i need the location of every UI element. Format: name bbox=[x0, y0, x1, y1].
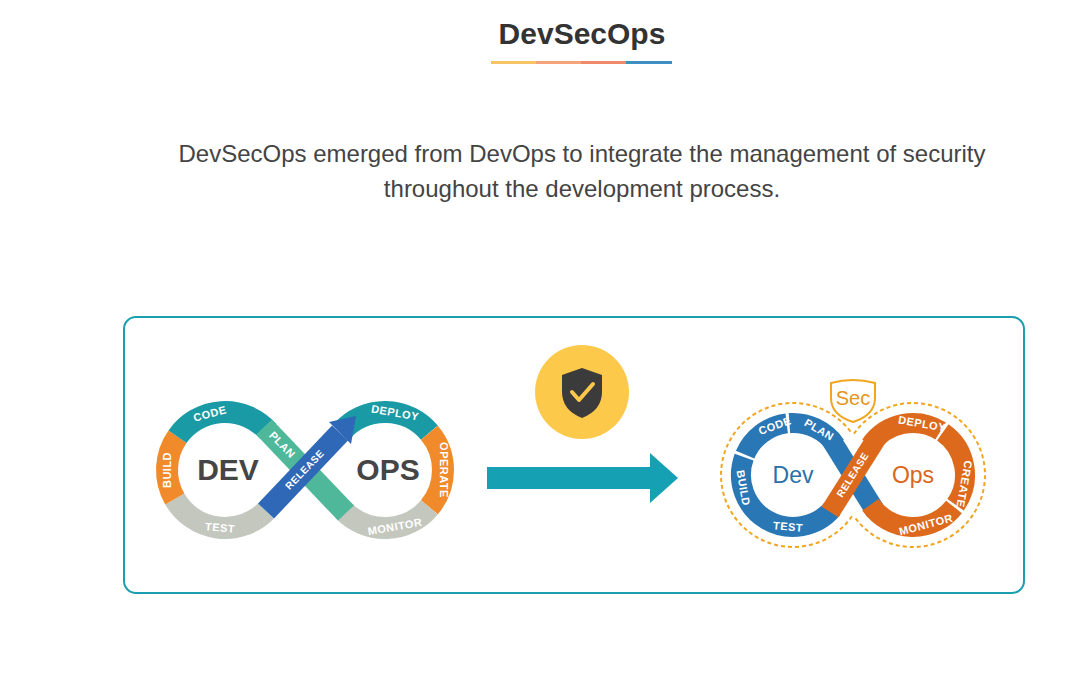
loop-name: Ops bbox=[892, 464, 934, 487]
loop-segment bbox=[721, 403, 852, 547]
band-arrowhead bbox=[329, 416, 356, 444]
stage-label: BUILD bbox=[162, 452, 173, 488]
loop-segment bbox=[854, 403, 985, 547]
stage-label: OPERATE bbox=[438, 442, 449, 498]
crossing-band bbox=[264, 427, 346, 513]
page-title: DevSecOps bbox=[499, 19, 666, 49]
loop-name: OPS bbox=[356, 455, 419, 485]
loop-name: DEV bbox=[197, 455, 259, 485]
crossing-band bbox=[830, 436, 878, 512]
intro-text: DevSecOps emerged from DevOps to integra… bbox=[162, 136, 1002, 206]
loop-segment bbox=[741, 457, 833, 527]
security-label: Sec bbox=[836, 388, 870, 408]
loop-name: Dev bbox=[773, 464, 814, 487]
